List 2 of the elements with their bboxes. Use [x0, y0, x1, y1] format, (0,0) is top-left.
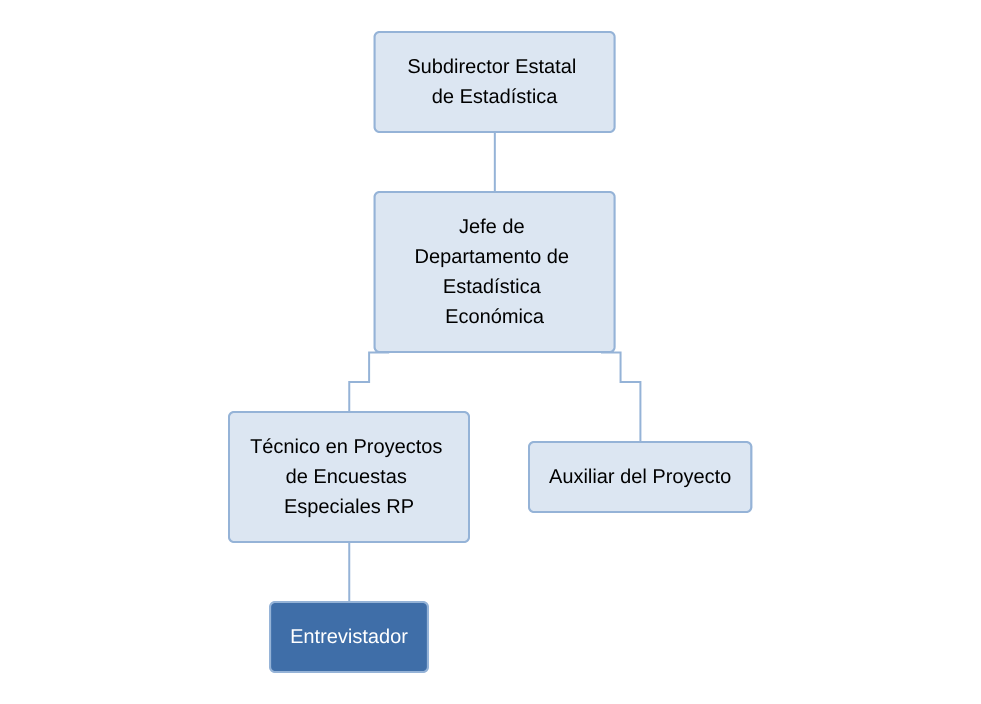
connector — [348, 542, 351, 604]
connector — [494, 132, 496, 194]
